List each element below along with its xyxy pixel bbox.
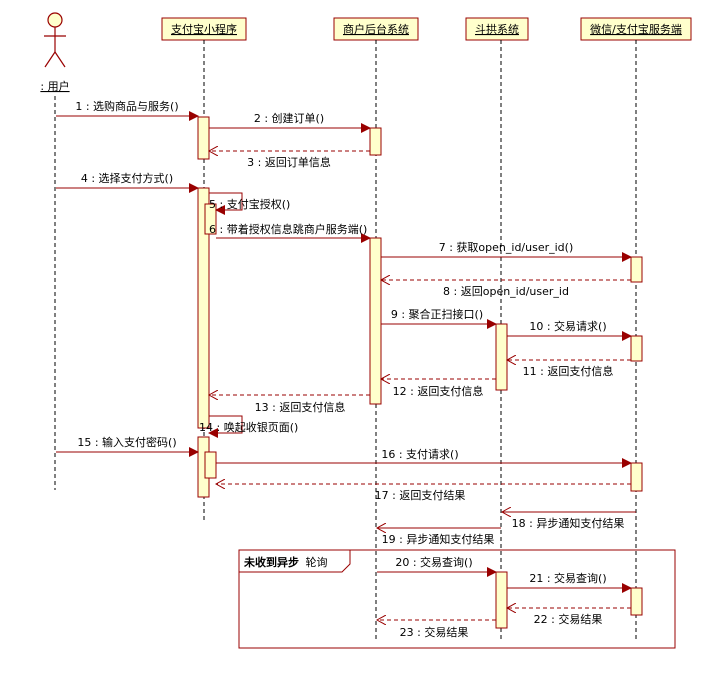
participant-payment-server: 微信/支付宝服务端 [580, 17, 692, 41]
message-2: 2 : 创建订单() [209, 111, 371, 133]
activation-bar [495, 323, 508, 391]
message-15: 15 : 输入支付密码() [56, 435, 199, 457]
activation-bar [369, 127, 382, 156]
svg-text:3 : 返回订单信息: 3 : 返回订单信息 [247, 155, 331, 169]
activation-bar [204, 203, 217, 235]
actor-label: : 用户 [40, 79, 69, 93]
svg-text:21 : 交易查询(): 21 : 交易查询() [529, 571, 606, 585]
user-actor: : 用户 [40, 12, 70, 93]
svg-text:18 : 异步通知支付结果: 18 : 异步通知支付结果 [512, 516, 625, 530]
svg-text:4 : 选择支付方式(): 4 : 选择支付方式() [81, 171, 173, 185]
participant-doupin: 斗拱系统 [465, 17, 529, 41]
message-4: 4 : 选择支付方式() [56, 171, 199, 193]
svg-text:15 : 输入支付密码(): 15 : 输入支付密码() [77, 435, 176, 449]
svg-text:20 : 交易查询(): 20 : 交易查询() [395, 555, 472, 569]
message-20: 20 : 交易查询() [377, 555, 497, 577]
activation-bar [630, 462, 643, 492]
message-16: 16 : 支付请求() [216, 448, 632, 468]
participant-merchant: 商户后台系统 [333, 17, 419, 41]
message-22: 22 : 交易结果 [507, 608, 631, 626]
activation-bar [495, 571, 508, 629]
message-6: 6 : 带着授权信息跳商户服务端() [209, 222, 371, 243]
svg-text:14 : 唤起收银页面(): 14 : 唤起收银页面() [199, 420, 298, 434]
svg-text:16 : 支付请求(): 16 : 支付请求() [381, 448, 458, 461]
message-11: 11 : 返回支付信息 [507, 360, 631, 378]
svg-text:13 : 返回支付信息: 13 : 返回支付信息 [255, 400, 346, 414]
activation-bar [369, 237, 382, 405]
activation-bar [197, 187, 210, 429]
message-3: 3 : 返回订单信息 [209, 151, 370, 169]
participant-miniapp: 支付宝小程序 [161, 17, 247, 41]
message-19: 19 : 异步通知支付结果 [377, 528, 501, 546]
message-13: 13 : 返回支付信息 [209, 395, 370, 414]
svg-text:5 : 支付宝授权(): 5 : 支付宝授权() [209, 197, 290, 211]
activation-bar [204, 451, 217, 479]
fragment-operator: 未收到异步 [243, 555, 299, 569]
svg-text:未收到异步 轮询: 未收到异步 轮询 [243, 555, 328, 569]
participant-label: 支付宝小程序 [171, 22, 237, 36]
messages: 1 : 选购商品与服务() 2 : 创建订单() 3 : 返回订单信息 4 : … [56, 99, 636, 639]
svg-text:8 : 返回open_id/user_id: 8 : 返回open_id/user_id [443, 285, 569, 298]
participant-label: 斗拱系统 [475, 22, 519, 36]
svg-text:23 : 交易结果: 23 : 交易结果 [400, 625, 469, 639]
svg-text:12 : 返回支付信息: 12 : 返回支付信息 [393, 384, 484, 398]
stick-figure-actor-icon [44, 12, 66, 68]
fragment-guard: 轮询 [306, 555, 328, 569]
message-14: 14 : 唤起收银页面() [199, 415, 298, 438]
message-1: 1 : 选购商品与服务() [56, 99, 199, 121]
message-18: 18 : 异步通知支付结果 [502, 512, 636, 530]
activation-bar [197, 116, 210, 160]
svg-text:17 : 返回支付结果: 17 : 返回支付结果 [375, 489, 466, 502]
svg-text:19 : 异步通知支付结果: 19 : 异步通知支付结果 [382, 532, 495, 546]
svg-text:22 : 交易结果: 22 : 交易结果 [534, 612, 603, 626]
activation-bar [630, 335, 643, 362]
svg-text:6 : 带着授权信息跳商户服务端(): 6 : 带着授权信息跳商户服务端() [209, 222, 367, 236]
svg-text:11 : 返回支付信息: 11 : 返回支付信息 [523, 364, 614, 378]
message-8: 8 : 返回open_id/user_id [381, 280, 631, 298]
message-9: 9 : 聚合正扫接口() [381, 307, 497, 329]
activation-bar [630, 256, 643, 283]
svg-text:7 : 获取open_id/user_id(): 7 : 获取open_id/user_id() [439, 241, 574, 254]
message-5: 5 : 支付宝授权() [209, 192, 290, 215]
message-7: 7 : 获取open_id/user_id() [381, 241, 632, 262]
polling-fragment: 未收到异步 轮询 [238, 549, 676, 649]
activation-bar [630, 587, 643, 616]
participant-label: 微信/支付宝服务端 [590, 22, 682, 36]
svg-text:2 : 创建订单(): 2 : 创建订单() [254, 111, 324, 125]
message-21: 21 : 交易查询() [507, 571, 632, 593]
svg-text:10 : 交易请求(): 10 : 交易请求() [529, 319, 606, 333]
participant-label: 商户后台系统 [343, 22, 409, 36]
activation-bars [197, 116, 643, 629]
message-10: 10 : 交易请求() [507, 319, 632, 341]
svg-text:1 : 选购商品与服务(): 1 : 选购商品与服务() [75, 99, 178, 113]
message-23: 23 : 交易结果 [377, 620, 496, 639]
message-12: 12 : 返回支付信息 [381, 379, 496, 398]
message-17: 17 : 返回支付结果 [216, 484, 631, 502]
svg-text:9 : 聚合正扫接口(): 9 : 聚合正扫接口() [391, 307, 483, 321]
